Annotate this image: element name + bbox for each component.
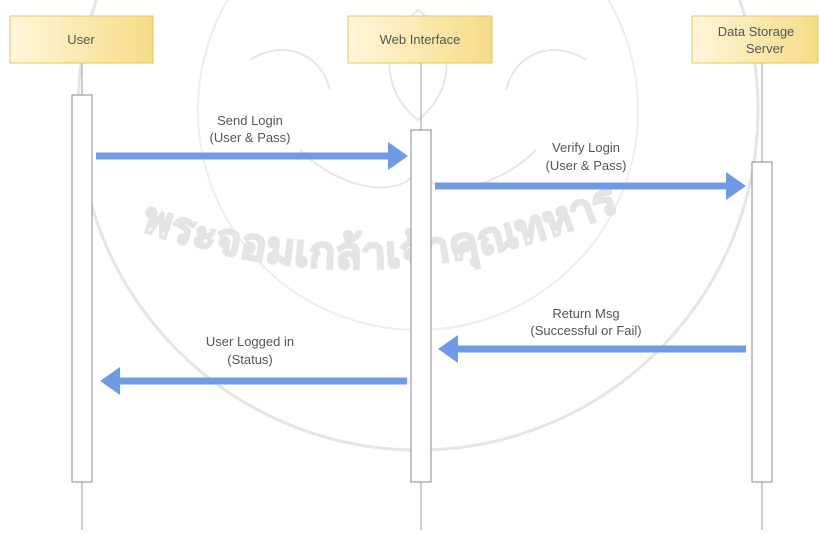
message-label-line-1: Return Msg — [552, 306, 619, 321]
actor-label: Web Interface — [380, 32, 461, 47]
message-return-msg: Return Msg (Successful or Fail) — [438, 306, 746, 363]
actor-web-interface: Web Interface — [348, 16, 492, 63]
activation-user — [72, 95, 92, 482]
actor-label: User — [67, 32, 95, 47]
message-label-line-2: (Status) — [227, 352, 273, 367]
actor-data-storage-server: Data Storage Server — [692, 16, 818, 63]
message-label-line-2: (Successful or Fail) — [530, 323, 641, 338]
activation-data-storage-server — [752, 162, 772, 482]
message-user-logged-in: User Logged in (Status) — [100, 334, 407, 395]
arrowhead-left-icon — [100, 367, 120, 395]
actor-label-line-2: Server — [746, 41, 785, 56]
arrowhead-right-icon — [726, 172, 746, 200]
message-label-line-2: (User & Pass) — [210, 130, 291, 145]
activation-web-interface — [411, 130, 431, 482]
message-send-login: Send Login (User & Pass) — [96, 113, 408, 170]
message-label-line-1: Send Login — [217, 113, 283, 128]
arrowhead-left-icon — [438, 335, 458, 363]
arrowhead-right-icon — [388, 142, 408, 170]
actor-user: User — [10, 16, 153, 63]
message-label-line-1: Verify Login — [552, 140, 620, 155]
message-label-line-2: (User & Pass) — [546, 158, 627, 173]
message-label-line-1: User Logged in — [206, 334, 294, 349]
actor-label-line-1: Data Storage — [718, 24, 795, 39]
